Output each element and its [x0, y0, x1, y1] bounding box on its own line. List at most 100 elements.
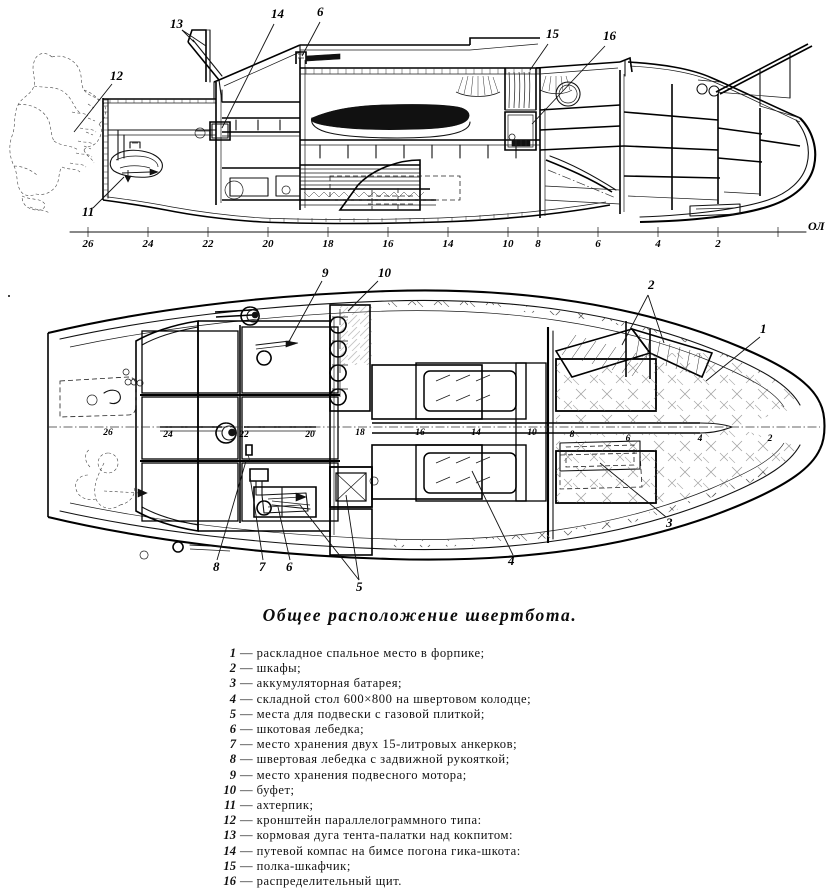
- legend-item-number: 6: [229, 722, 236, 737]
- legend-item: 1 — раскладное спальное место в форпике;: [218, 646, 688, 661]
- legend-item-text: кронштейн параллелограммного типа:: [256, 813, 482, 828]
- legend-item: 6 — шкотовая лебедка;: [218, 722, 688, 737]
- legend-item: 9 — место хранения подвесного мотора;: [218, 768, 688, 783]
- legend-item-text: ахтерпик;: [256, 798, 314, 813]
- deckhead-sunburst: [455, 75, 501, 97]
- legend-item-text: складной стол 600×800 на швертовом колод…: [256, 691, 532, 706]
- station-label: 20: [262, 238, 275, 250]
- station-label: 16: [415, 428, 425, 438]
- legend-item-dash: —: [240, 752, 253, 767]
- legend-item: 3 — аккумуляторная батарея;: [218, 676, 688, 691]
- legend-item: 11 — ахтерпик;: [218, 798, 688, 813]
- legend-item-dash: —: [240, 722, 253, 737]
- callout-10: 10: [378, 265, 392, 280]
- legend-item-text: буфет;: [256, 782, 295, 797]
- legend-item-dash: —: [240, 782, 253, 797]
- legend-item-dash: —: [240, 843, 253, 858]
- station-label: 26: [82, 238, 95, 250]
- legend-item: 13 — кормовая дуга тента-палатки над кок…: [218, 828, 688, 843]
- station-label: 14: [471, 428, 481, 438]
- bow-section-profile: [535, 43, 817, 224]
- callout-15: 15: [546, 26, 560, 41]
- station-label: 20: [304, 430, 315, 440]
- callout-12: 12: [110, 68, 124, 83]
- callout-4: 4: [507, 553, 515, 568]
- station-label: 18: [323, 238, 335, 250]
- station-label: 14: [443, 238, 455, 250]
- legend-item: 2 — шкафы;: [218, 661, 688, 676]
- legend-item-dash: —: [240, 737, 253, 752]
- station-label: 22: [202, 238, 215, 250]
- compass-14: [194, 121, 231, 141]
- deck-block-fitting-2: [256, 500, 311, 516]
- legend-item-dash: —: [240, 646, 253, 660]
- legend-item-number: 11: [224, 798, 236, 813]
- legend-item-text: раскладное спальное место в форпике;: [256, 646, 485, 660]
- callout-5: 5: [356, 579, 363, 594]
- station-label: 6: [626, 434, 631, 444]
- profile-baseline: [69, 227, 807, 237]
- legend-item-dash: —: [240, 691, 253, 706]
- cabin-interior-profile: [455, 68, 573, 151]
- plan-station-labels: 26 24 22 20 18 16 14 10 8 6 4 2: [102, 428, 772, 444]
- galley-gimbal-5: [329, 466, 379, 556]
- station-label: 4: [654, 238, 661, 250]
- callout-8: 8: [213, 559, 220, 574]
- callout-2: 2: [647, 277, 655, 292]
- legend-item-number: 5: [229, 706, 236, 721]
- profile-view-svg: 26 24 22 20 18 16 14 10 8 6 4 2 ОЛ 13: [9, 4, 826, 250]
- station-label: 2: [714, 238, 721, 250]
- legend-item: 16 — распределительный щит.: [218, 874, 688, 889]
- hull-profile-outline: [102, 29, 611, 225]
- baseline-label-ol: ОЛ: [808, 219, 825, 233]
- caption-text: Общее расположение швертбота.: [262, 605, 578, 625]
- callout-3: 3: [665, 515, 673, 530]
- deck-block-fitting: [255, 340, 299, 366]
- legend-item-text: шкафы;: [256, 661, 302, 676]
- station-label: 18: [355, 428, 365, 438]
- anchor-sketch: [75, 448, 148, 509]
- callout-13: 13: [170, 16, 184, 31]
- legend-item-number: 9: [229, 767, 236, 782]
- plan-callouts: 9 10 2 1 3 4 5: [213, 265, 767, 594]
- station-label: 24: [142, 238, 155, 250]
- legend-item-text: полка-шкафчик;: [256, 858, 351, 873]
- station-label: 4: [697, 434, 703, 444]
- legend-item: 12 — кронштейн параллелограммного типа:: [218, 813, 688, 828]
- legend-item-number: 4: [229, 691, 236, 706]
- legend-item-number: 7: [229, 737, 236, 752]
- drawing-sheet: 26 24 22 20 18 16 14 10 8 6 4 2 ОЛ 13: [0, 4, 840, 889]
- legend-item: 8 — швертовая лебедка с задвижной рукоят…: [218, 752, 688, 767]
- legend-item-number: 3: [229, 676, 236, 691]
- legend-item-dash: —: [240, 813, 253, 828]
- legend-item: 4 — складной стол 600×800 на швертовом к…: [218, 692, 688, 707]
- profile-callouts: 13 14 6 15 16 12 11: [73, 4, 617, 219]
- legend-item-text: кормовая дуга тента-палатки над кокпитом…: [256, 828, 514, 843]
- legend-item-number: 14: [223, 843, 236, 858]
- callout-6: 6: [317, 4, 324, 19]
- callout-1: 1: [760, 321, 767, 336]
- legend-item-dash: —: [240, 767, 253, 782]
- plan-view: 26 24 22 20 18 16 14 10 8 6 4 2 9 10: [0, 255, 840, 600]
- cockpit-plan: [59, 306, 340, 560]
- legend-item-number: 8: [229, 752, 236, 767]
- sheet-winch-plan-6: [253, 486, 317, 518]
- profile-station-labels: 26 24 22 20 18 16 14 10 8 6 4 2 ОЛ: [82, 219, 826, 250]
- station-label: 24: [162, 430, 173, 440]
- legend-item: 14 — путевой компас на бимсе погона гика…: [218, 844, 688, 859]
- legend-item-number: 13: [223, 828, 236, 843]
- legend-item-text: аккумуляторная батарея;: [256, 676, 403, 691]
- legend-item-text: швертовая лебедка с задвижной рукояткой;: [256, 752, 510, 767]
- legend-item-number: 1: [229, 646, 236, 660]
- helmsman-silhouette: [9, 53, 106, 215]
- legend-item: 5 — места для подвески с газовой плиткой…: [218, 707, 688, 722]
- plan-view-svg: 26 24 22 20 18 16 14 10 8 6 4 2 9 10: [47, 265, 826, 594]
- station-label: 8: [570, 430, 575, 440]
- legend-item-text: путевой компас на бимсе погона гика-шкот…: [256, 843, 521, 858]
- callout-6: 6: [286, 559, 293, 574]
- legend-item-number: 16: [223, 874, 236, 889]
- legend-item-dash: —: [240, 858, 253, 873]
- deckhead-sunburst-2: [539, 75, 573, 95]
- legend-item-text: распределительный щит.: [256, 874, 403, 889]
- callout-14: 14: [271, 6, 285, 21]
